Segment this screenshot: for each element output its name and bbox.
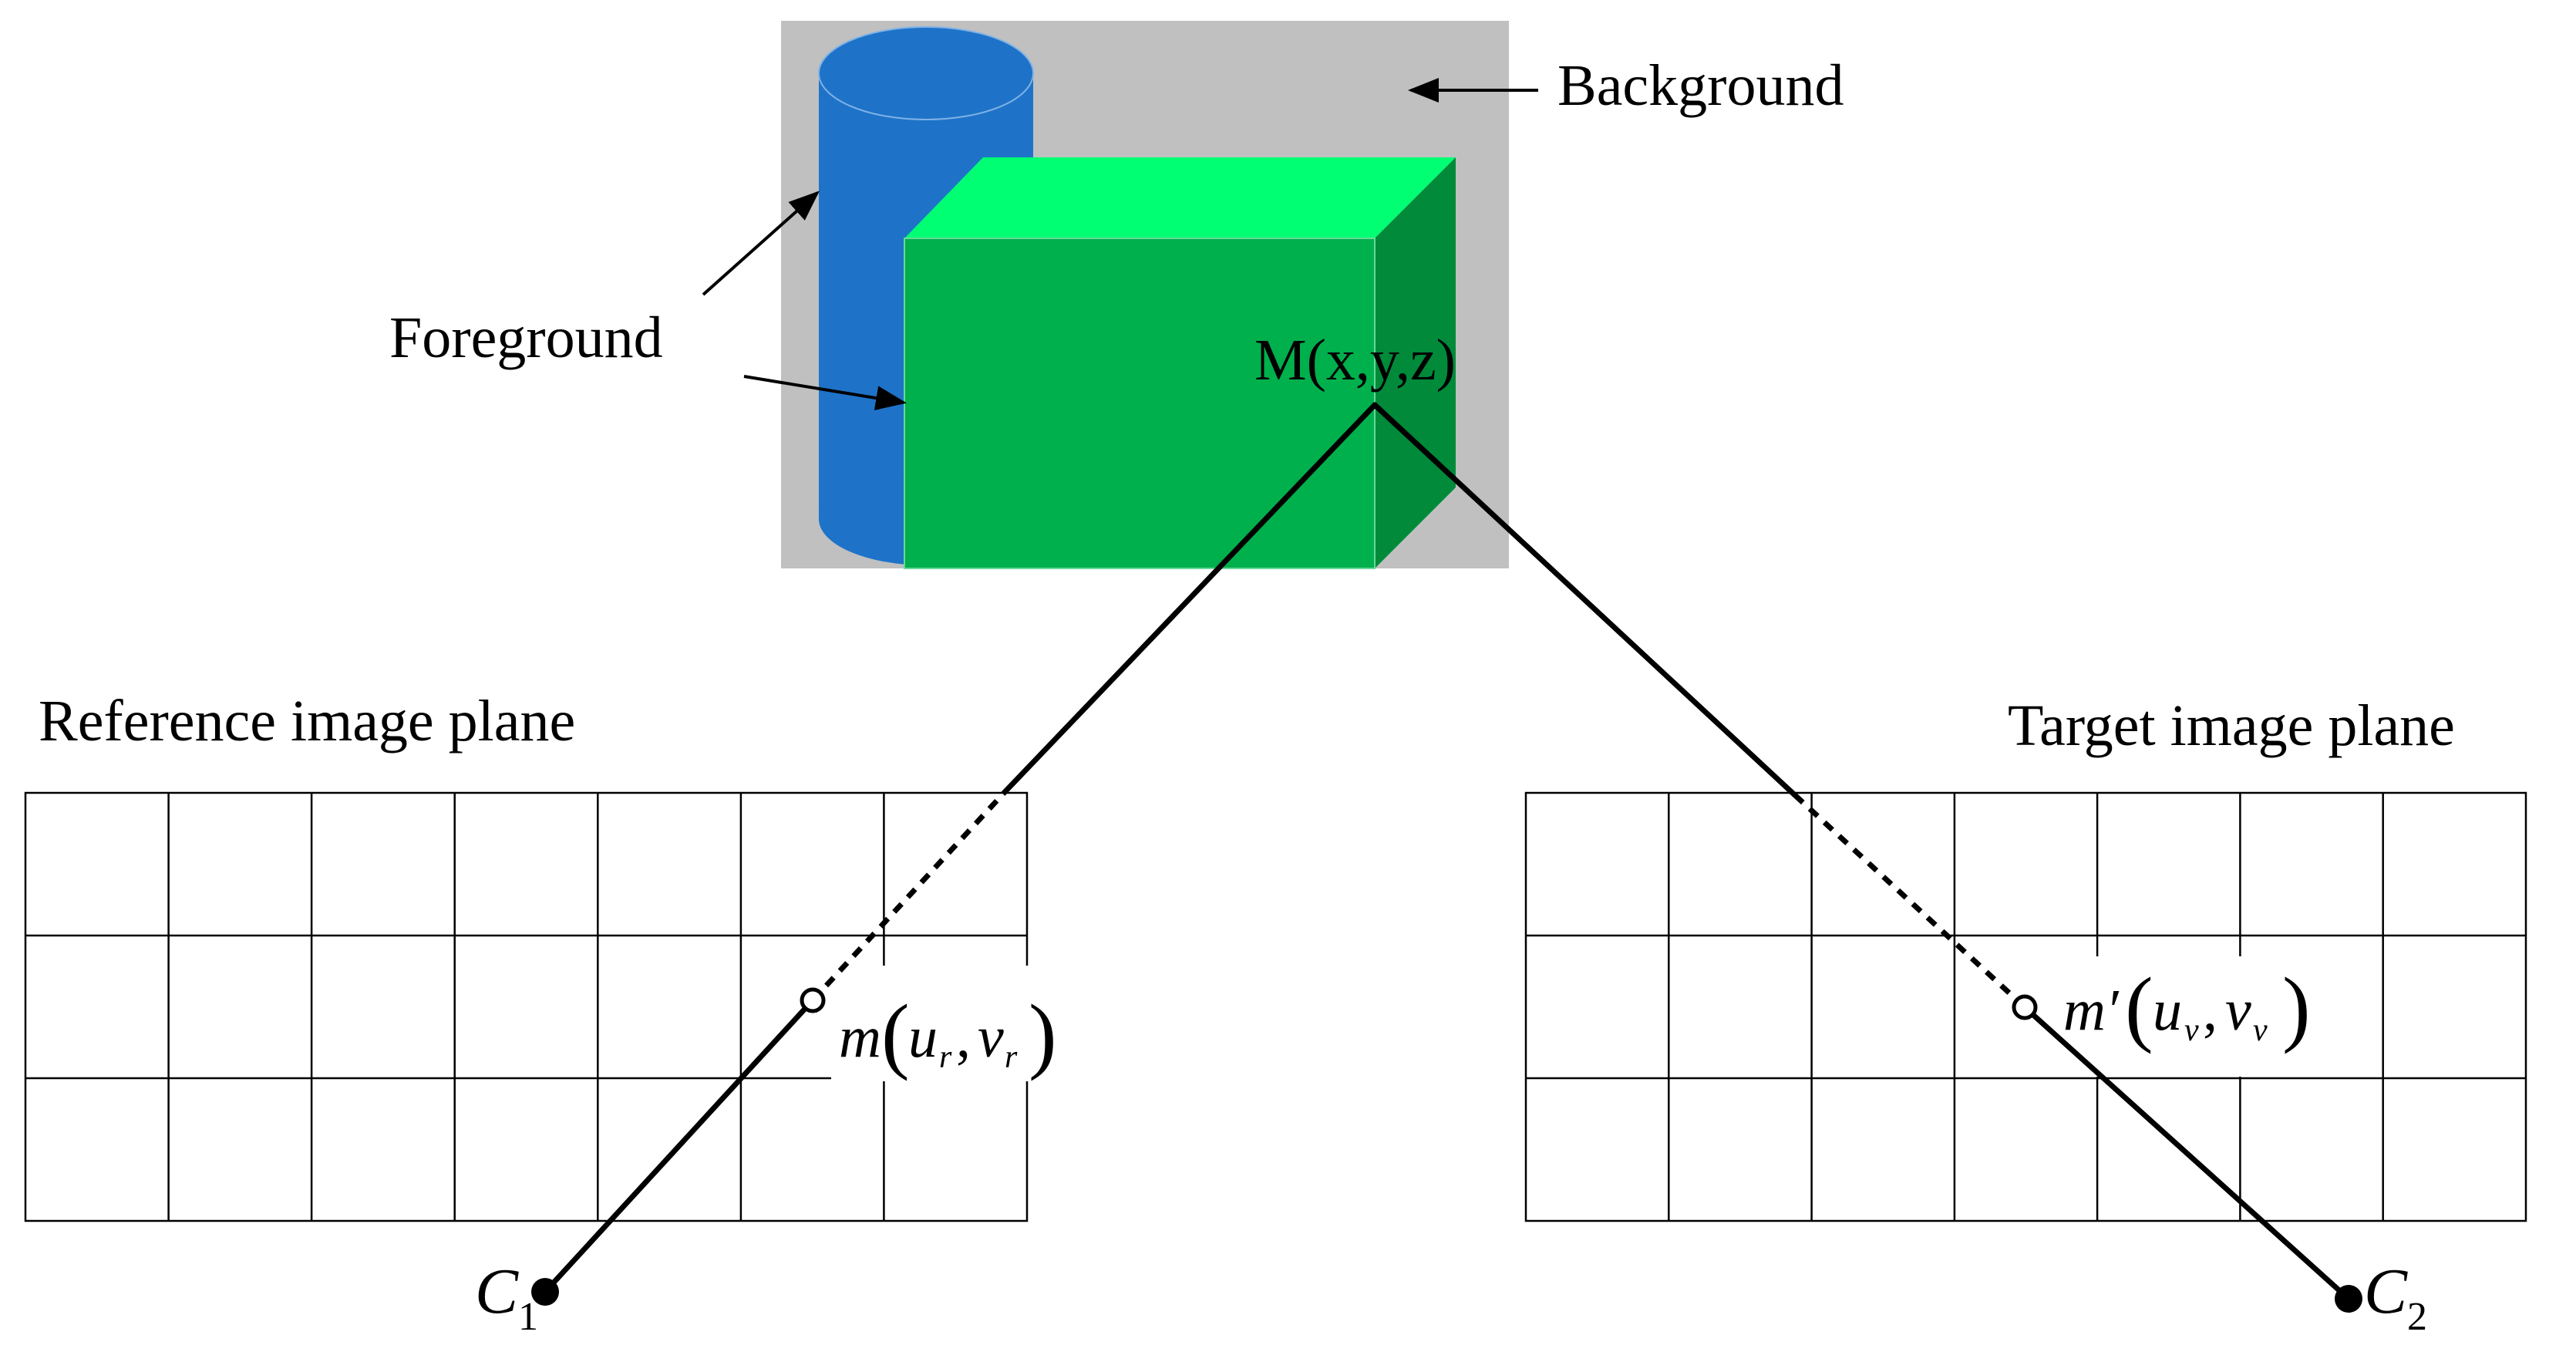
target-image-point [2012, 994, 2038, 1020]
background-label: Background [1557, 53, 1844, 118]
reference-plane-label: Reference image plane [39, 689, 575, 754]
box-object [904, 157, 1456, 569]
target-point-label: m′ ( u v , v v ) [2063, 960, 2311, 1054]
reference-image-point [800, 987, 826, 1013]
camera-c1-label: C1 [475, 1256, 538, 1339]
svg-text:m: m [839, 1005, 881, 1070]
camera-c2-label: C2 [2364, 1256, 2427, 1339]
ray-target-solid-lower [2022, 1004, 2352, 1302]
svg-text:u: u [2153, 978, 2182, 1043]
target-plane-label: Target image plane [2008, 693, 2455, 758]
svg-text:m′: m′ [2063, 978, 2120, 1043]
foreground-arrow-box [743, 375, 907, 410]
svg-text:u: u [908, 1005, 938, 1070]
foreground-arrow-cylinder [702, 190, 820, 296]
svg-text:): ) [1029, 987, 1057, 1081]
svg-text:(: ( [2125, 960, 2153, 1054]
svg-text:v: v [978, 1005, 1004, 1070]
svg-text:(: ( [881, 987, 910, 1081]
svg-text:v: v [2184, 1013, 2199, 1048]
svg-text:r: r [1005, 1040, 1018, 1075]
svg-text:,: , [956, 1005, 971, 1070]
foreground-label: Foreground [389, 305, 663, 370]
ray-reference-dashed [810, 788, 1009, 1003]
camera-c1-dot [531, 1278, 559, 1306]
ray-target-dashed [1793, 793, 2027, 1010]
ray-reference-solid-upper [1003, 402, 1378, 794]
svg-text:v: v [2253, 1013, 2268, 1048]
svg-text:r: r [939, 1040, 952, 1075]
scene-point-label: M(x,y,z) [1254, 328, 1456, 393]
svg-text:): ) [2282, 960, 2311, 1054]
projection-rays [542, 402, 2352, 1302]
svg-text:v: v [2225, 978, 2251, 1043]
ray-target-solid-upper [1372, 402, 1798, 798]
camera-c2-dot [2335, 1285, 2362, 1313]
reference-point-label: m ( u r , v r ) [839, 987, 1057, 1081]
svg-text:,: , [2203, 978, 2217, 1043]
ray-reference-solid-lower [542, 997, 816, 1295]
